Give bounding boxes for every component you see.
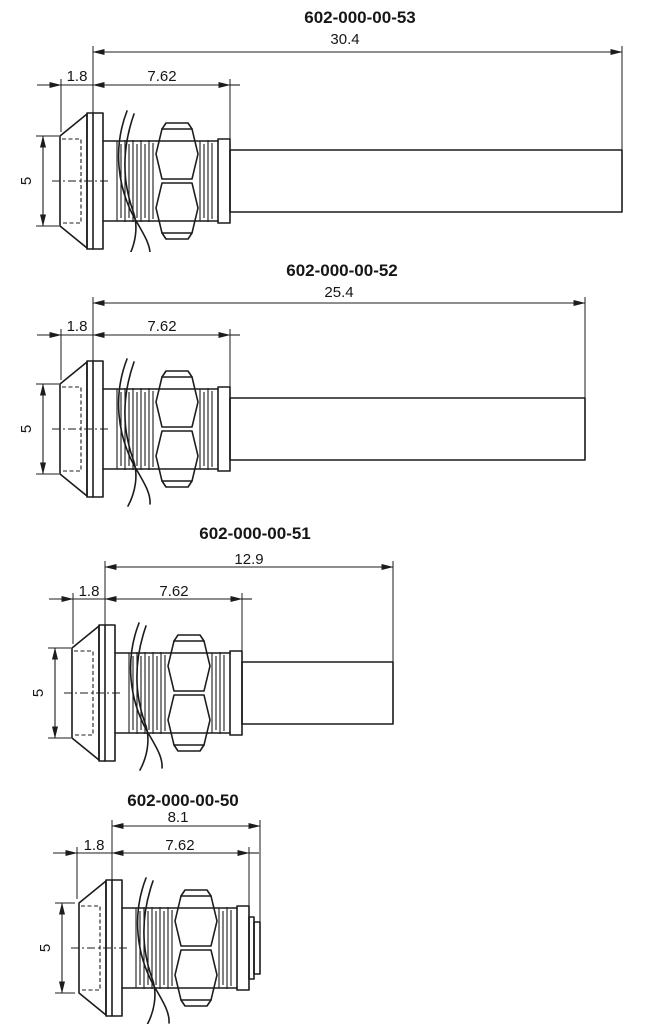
face-height-dimension: 5 — [18, 177, 35, 185]
connector-body — [51, 358, 586, 507]
connector-body — [63, 622, 394, 771]
technical-drawing-602-000-00-51: 602-000-00-51 12.9 1.8 7.62 5 — [30, 524, 394, 771]
dimension-lines — [37, 300, 586, 475]
flange-offset-dimension: 1.8 — [67, 318, 88, 335]
dimension-lines — [53, 823, 261, 994]
overall-length-dimension: 25.4 — [324, 284, 353, 301]
connector-body — [70, 877, 261, 1024]
extension-lines — [36, 297, 586, 475]
flange-offset-dimension: 1.8 — [79, 583, 100, 600]
face-height-dimension: 5 — [18, 425, 35, 433]
thread-length-dimension: 7.62 — [147, 68, 176, 85]
face-height-dimension: 5 — [37, 944, 54, 952]
flange-offset-dimension: 1.8 — [67, 68, 88, 85]
part-number-title: 602-000-00-51 — [199, 524, 311, 543]
flange-offset-dimension: 1.8 — [84, 837, 105, 854]
technical-drawing-602-000-00-50: 602-000-00-50 8.1 1.8 7.62 5 — [37, 791, 261, 1024]
technical-drawing-602-000-00-52: 602-000-00-52 25.4 1.8 7.62 5 — [18, 261, 586, 507]
thread-length-dimension: 7.62 — [147, 318, 176, 335]
probe-tube-tip — [253, 921, 261, 975]
overall-length-dimension: 30.4 — [330, 31, 359, 48]
overall-length-dimension: 8.1 — [168, 809, 189, 826]
extension-lines — [36, 46, 623, 227]
dimension-lines — [49, 564, 394, 739]
face-height-dimension: 5 — [30, 689, 47, 697]
thread-length-dimension: 7.62 — [159, 583, 188, 600]
probe-tube — [241, 661, 394, 725]
part-number-title: 602-000-00-50 — [127, 791, 239, 810]
part-number-title: 602-000-00-52 — [286, 261, 398, 280]
overall-length-dimension: 12.9 — [234, 551, 263, 568]
technical-drawing-602-000-00-53: 602-000-00-53 30.4 1.8 7.62 5 — [18, 8, 623, 252]
probe-tube — [229, 397, 586, 461]
extension-lines — [48, 561, 394, 739]
probe-tube — [248, 916, 255, 980]
probe-tube — [229, 149, 623, 213]
thread-length-dimension: 7.62 — [165, 837, 194, 854]
connector-body — [51, 110, 623, 252]
part-number-title: 602-000-00-53 — [304, 8, 416, 27]
dimension-lines — [37, 49, 623, 227]
